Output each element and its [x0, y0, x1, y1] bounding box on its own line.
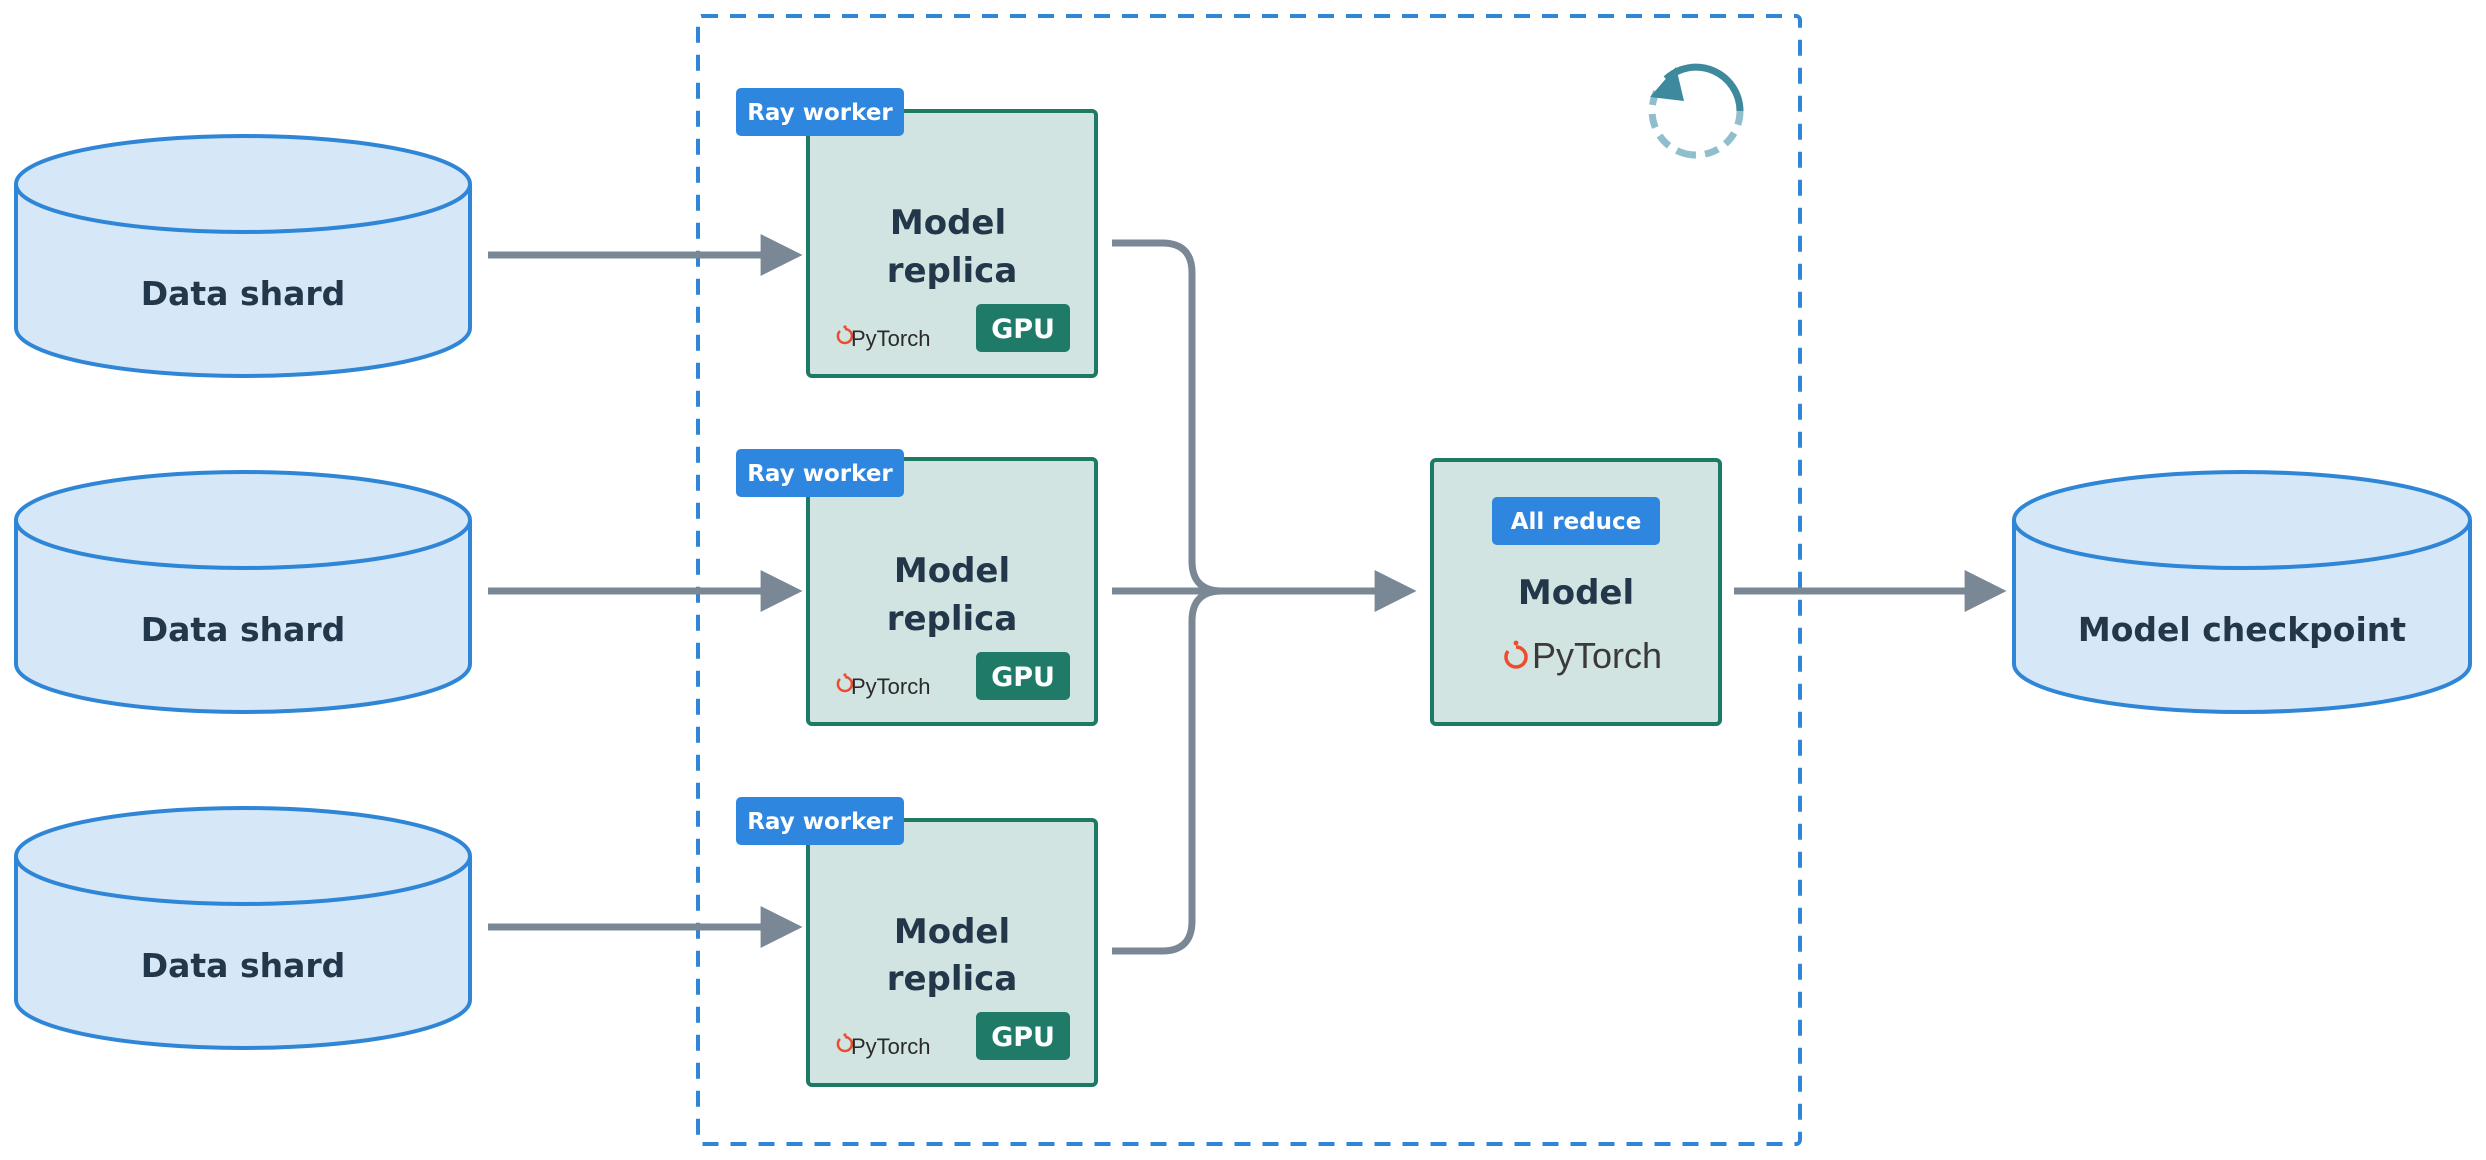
pytorch-flame-icon — [836, 1033, 854, 1053]
gpu-badge — [976, 304, 1070, 352]
model-checkpoint-cylinder: Model checkpoint — [2012, 470, 2472, 714]
pytorch-label: PyTorch — [851, 674, 930, 699]
ray-worker-badge-label: Ray worker — [747, 809, 893, 835]
replica-title-line1: Model — [890, 203, 1006, 243]
all-reduce-badge — [1492, 497, 1660, 545]
ray-worker-badge — [736, 449, 904, 497]
pytorch-flame-icon — [836, 673, 854, 693]
data-shard-label: Data shard — [141, 946, 346, 985]
replica-merge-connector — [1112, 239, 1223, 595]
pytorch-label: PyTorch — [1532, 635, 1662, 676]
gpu-badge-label: GPU — [991, 314, 1055, 345]
replica-title-line2: replica — [887, 599, 1018, 639]
pytorch-label: PyTorch — [851, 1034, 930, 1059]
model-replica-box: Ray worker Model replica PyTorch GPU — [736, 449, 1098, 726]
pytorch-flame-icon — [836, 325, 854, 345]
gpu-badge — [976, 1012, 1070, 1060]
gpu-badge-label: GPU — [991, 662, 1055, 693]
gpu-badge-label: GPU — [991, 1022, 1055, 1053]
data-shard-cylinder: Data shard — [14, 134, 472, 378]
model-replica-box: Ray worker Model replica PyTorch GPU — [736, 797, 1098, 1087]
gpu-badge — [976, 652, 1070, 700]
ray-worker-badge-label: Ray worker — [747, 461, 893, 487]
replica-title-line2: replica — [887, 251, 1018, 291]
data-shard-label: Data shard — [141, 610, 346, 649]
pytorch-flame-icon — [1504, 640, 1528, 669]
refresh-cycle-icon — [1648, 63, 1744, 159]
replica-title-line2: replica — [887, 959, 1018, 999]
worker-group-boundary — [696, 14, 1802, 1146]
ray-worker-badge-label: Ray worker — [747, 100, 893, 126]
all-reduce-badge-label: All reduce — [1511, 509, 1642, 535]
model-replica-box: Ray worker Model replica PyTorch GPU — [736, 88, 1098, 378]
data-shard-cylinder: Data shard — [14, 470, 472, 714]
replica-title-line1: Model — [894, 551, 1010, 591]
ray-worker-badge — [736, 797, 904, 845]
data-shard-label: Data shard — [141, 274, 346, 313]
replica-merge-connector — [1112, 587, 1223, 955]
ray-worker-badge — [736, 88, 904, 136]
data-shard-cylinder: Data shard — [14, 806, 472, 1050]
pytorch-label: PyTorch — [851, 326, 930, 351]
all-reduce-model-box: All reduce Model PyTorch — [1430, 458, 1722, 726]
replica-title-line1: Model — [894, 912, 1010, 952]
aggregator-title: Model — [1518, 573, 1634, 613]
model-checkpoint-label: Model checkpoint — [2078, 610, 2406, 649]
